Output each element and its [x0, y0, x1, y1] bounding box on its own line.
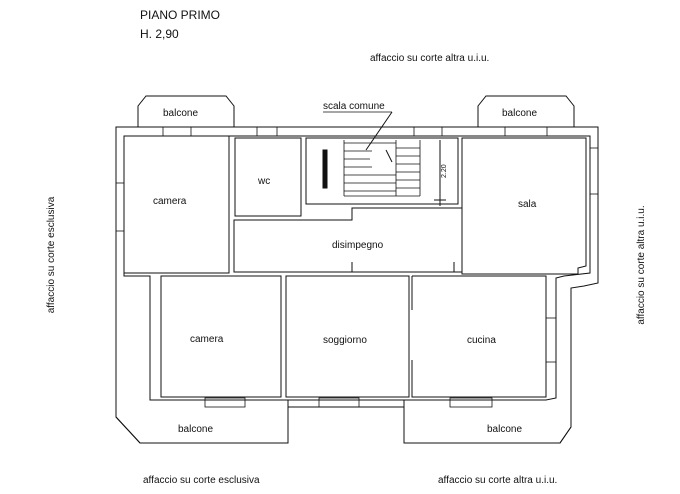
- floor-height: H. 2,90: [140, 27, 179, 41]
- dimension-label: 2.20: [441, 164, 448, 178]
- label-balcone-bottom-left: balcone: [178, 424, 213, 435]
- stair-rail: [322, 149, 328, 189]
- view-label-bottom-left: affaccio su corte esclusiva: [143, 475, 260, 486]
- windows: [115, 126, 599, 408]
- inner-wall: [123, 135, 591, 401]
- label-scala: scala comune: [323, 101, 385, 112]
- label-cucina: cucina: [467, 335, 496, 346]
- room-wc: [234, 137, 302, 217]
- outer-wall: [115, 126, 599, 444]
- room-cucina: [411, 275, 547, 398]
- view-label-top: affaccio su corte altra u.i.u.: [370, 53, 490, 64]
- room-disimpegno: [233, 207, 463, 273]
- label-camera-top: camera: [153, 196, 187, 207]
- stair-treads: [343, 140, 421, 197]
- balcone-bottom-right: [403, 400, 572, 444]
- label-balcone-top-left: balcone: [163, 108, 198, 119]
- label-disimpegno: disimpegno: [332, 240, 384, 251]
- label-wc: wc: [257, 176, 270, 187]
- stair-area: [305, 137, 459, 205]
- room-camera-bottom: [160, 275, 282, 398]
- label-balcone-top-right: balcone: [502, 108, 537, 119]
- label-camera-bottom: camera: [190, 334, 224, 345]
- label-sala: sala: [518, 199, 537, 210]
- balcone-bottom-left: [115, 400, 289, 444]
- balcone-top-left: [137, 95, 235, 127]
- label-balcone-bottom-right: balcone: [487, 424, 522, 435]
- balcone-top-right: [477, 95, 575, 127]
- view-label-bottom-right: affaccio su corte altra u.i.u.: [438, 475, 558, 486]
- room-soggiorno: [285, 275, 410, 398]
- floor-title: PIANO PRIMO: [140, 8, 221, 22]
- room-sala: [461, 137, 587, 275]
- label-soggiorno: soggiorno: [323, 335, 367, 346]
- stair-arrow: [365, 111, 393, 151]
